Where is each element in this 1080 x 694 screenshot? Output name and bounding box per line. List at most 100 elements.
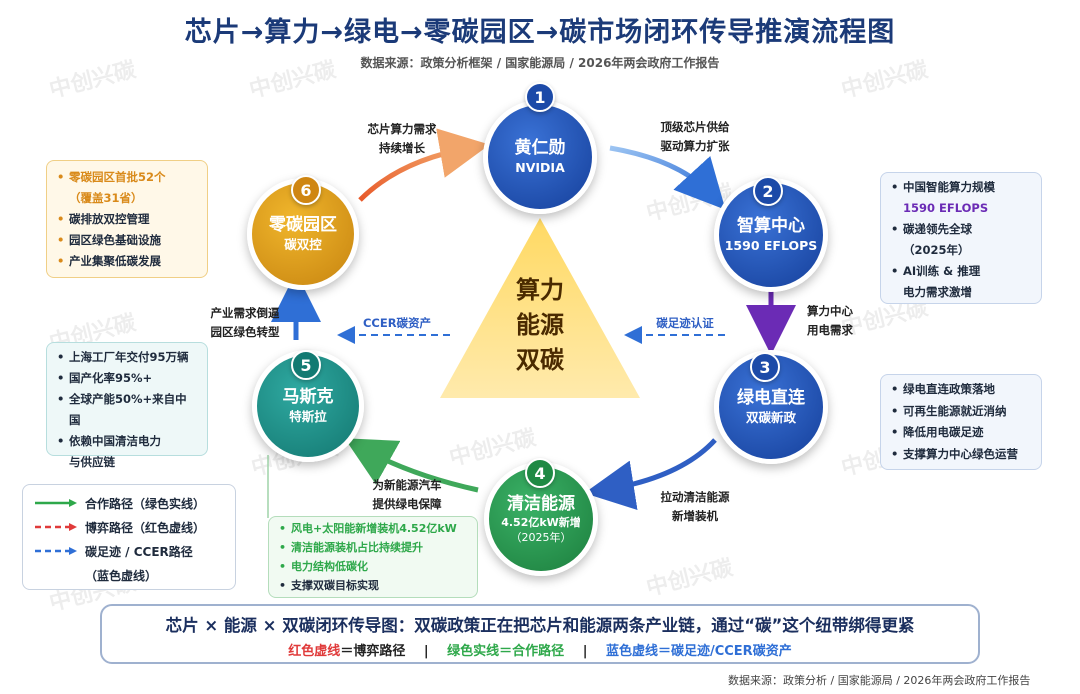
- arrow-label-4-5-line1: 为新能源汽车: [372, 478, 442, 492]
- card2-line3: 碳递领先全球: [903, 222, 972, 236]
- arrow-label-5-6: 产业需求倒逼 园区绿色转型: [190, 304, 300, 342]
- arrow-label-1-2-line1: 顶级芯片供给: [660, 120, 730, 134]
- node-3-name: 绿电直连: [737, 388, 805, 408]
- legend-blue-line: [35, 547, 77, 555]
- card-clean-energy: •风电+太阳能新增装机4.52亿kW •清洁能源装机占比持续提升 •电力结构低碳…: [268, 516, 478, 598]
- center-triangle: [440, 218, 640, 398]
- legend-red-label: 博弈路径（红色虚线）: [85, 520, 206, 535]
- summary-green: 绿色实线＝合作路径: [447, 644, 565, 659]
- card4-line2: 清洁能源装机占比持续提升: [291, 541, 423, 554]
- page-title: 芯片→算力→绿电→零碳园区→碳市场闭环传导推演流程图: [184, 17, 896, 48]
- node-5-name: 马斯克: [282, 387, 334, 407]
- arrow-label-6-1: 芯片算力需求 持续增长: [352, 120, 452, 158]
- card2-line2: 1590 EFLOPS: [903, 201, 989, 215]
- center-label-3: 双碳: [516, 346, 564, 374]
- node-2-name: 智算中心: [737, 216, 805, 236]
- arrow-1-to-2: [609, 145, 726, 210]
- legend-blue-sublabel: （蓝色虚线）: [85, 568, 158, 583]
- card-green-power: •绿电直连政策落地 •可再生能源就近消纳 •降低用电碳足迹 •支撑算力中心绿色运…: [880, 374, 1042, 470]
- card3-line1: 绿电直连政策落地: [903, 382, 995, 396]
- arrow-label-1-2: 顶级芯片供给 驱动算力扩张: [640, 118, 750, 156]
- card6-line2: （覆盖31省）: [69, 191, 143, 205]
- card2-line4: （2025年）: [903, 243, 970, 257]
- summary-sep-2: |: [582, 644, 588, 659]
- arrow-6-to-1: [358, 128, 490, 202]
- summary-legend-line: 红色虚线＝博弈路径 | 绿色实线＝合作路径 | 蓝色虚线＝碳足迹/CCER碳资产: [102, 640, 978, 659]
- legend: 合作路径（绿色实线） 博弈路径（红色虚线） 碳足迹 / CCER路径 （蓝色虚线…: [22, 484, 236, 590]
- arrow-label-3-4-line2: 新增装机: [672, 509, 718, 523]
- legend-blue: 碳足迹 / CCER路径: [33, 539, 225, 563]
- node-6-sub: 碳双控: [284, 237, 322, 252]
- center-label: 算力 能源 双碳: [490, 273, 590, 378]
- arrow-label-2-3: 算力中心 用电需求: [790, 302, 870, 340]
- arrow-label-2-3-line1: 算力中心: [807, 304, 853, 318]
- arrow-3-to-4: [584, 438, 717, 511]
- node-4-badge: 4: [525, 458, 555, 488]
- arrow-label-5-6-line1: 产业需求倒逼: [210, 306, 280, 320]
- card3-line2: 可再生能源就近消纳: [903, 403, 1007, 418]
- footprint-label: 碳足迹认证: [656, 316, 714, 330]
- node-nvidia: 黄仁勋 NVIDIA: [483, 100, 597, 214]
- page-subtitle: 数据来源：政策分析框架 / 国家能源局 / 2026年两会政府工作报告: [360, 56, 720, 70]
- summary-red-b: 虚线: [314, 644, 341, 659]
- node-1-name: 黄仁勋: [514, 138, 566, 158]
- footer-source: 数据来源：政策分析 / 国家能源局 / 2026年两会政府工作报告: [728, 674, 1031, 687]
- arrow-label-6-1-line1: 芯片算力需求: [367, 122, 437, 136]
- card3-line3: 降低用电碳足迹: [903, 425, 984, 439]
- legend-green: 合作路径（绿色实线）: [33, 491, 225, 515]
- node-4-sub: 4.52亿kW新增: [501, 516, 581, 529]
- node-4-extra: （2025年）: [510, 531, 572, 544]
- legend-green-label: 合作路径（绿色实线）: [85, 496, 206, 511]
- arrow-label-3-4-line1: 拉动清洁能源: [660, 490, 730, 504]
- legend-red: 博弈路径（红色虚线）: [33, 515, 225, 539]
- node-6-name: 零碳园区: [269, 215, 337, 235]
- card5-line3: 全球产能50%+来自中国: [69, 392, 187, 427]
- legend-blue-label: 碳足迹 / CCER路径: [85, 544, 193, 559]
- legend-blue-sub: （蓝色虚线）: [33, 563, 225, 587]
- arrow-label-5-6-line2: 园区绿色转型: [210, 325, 280, 339]
- legend-red-line: [35, 523, 77, 531]
- summary-red-c: ＝博弈路径: [340, 644, 406, 659]
- arrow-4-to-5: [344, 438, 479, 493]
- card6-line5: 产业集聚低碳发展: [69, 254, 161, 268]
- arrow-label-6-1-line2: 持续增长: [379, 141, 425, 155]
- arrow-label-2-3-line2: 用电需求: [807, 323, 853, 337]
- center-label-1: 算力: [516, 276, 564, 304]
- card-musk: •上海工厂年交付95万辆 •国产化率95%+ •全球产能50%+来自中国 •依赖…: [46, 342, 208, 469]
- center-label-2: 能源: [516, 311, 564, 339]
- card2-line6: 电力需求激增: [903, 285, 972, 299]
- card5-line5: 与供应链: [69, 455, 115, 469]
- arrow-label-3-4: 拉动清洁能源 新增装机: [640, 488, 750, 526]
- card3-line4: 支撑算力中心绿色运营: [903, 446, 1018, 461]
- node-1-sub: NVIDIA: [515, 160, 565, 175]
- card6-line3: 碳排放双控管理: [69, 212, 150, 226]
- card6-line4: 园区绿色基础设施: [69, 233, 161, 247]
- card-compute-center: •中国智能算力规模 1590 EFLOPS •碳递领先全球 （2025年） •A…: [880, 172, 1042, 304]
- summary-main: 芯片 × 能源 × 双碳闭环传导图：双碳政策正在把芯片和能源两条产业链，通过“碳…: [165, 616, 915, 635]
- node-3-badge: 3: [750, 352, 780, 382]
- node-5-sub: 特斯拉: [289, 409, 327, 424]
- summary-red-a: 红色: [288, 644, 315, 659]
- summary-sep-1: |: [423, 644, 429, 659]
- node-4-name: 清洁能源: [507, 494, 575, 514]
- card4-line3: 电力结构低碳化: [291, 560, 368, 573]
- summary-box: 芯片 × 能源 × 双碳闭环传导图：双碳政策正在把芯片和能源两条产业链，通过“碳…: [100, 604, 980, 664]
- card2-line5: AI训练 & 推理: [903, 264, 981, 278]
- arrow-label-4-5: 为新能源汽车 提供绿电保障: [352, 476, 462, 514]
- card5-line2: 国产化率95%+: [69, 371, 153, 385]
- card-zero-carbon-park: •零碳园区首批52个 （覆盖31省） •碳排放双控管理 •园区绿色基础设施 •产…: [46, 160, 208, 278]
- arrow-label-1-2-line2: 驱动算力扩张: [660, 139, 730, 153]
- node-5-badge: 5: [291, 350, 321, 380]
- summary-blue: 蓝色虚线＝碳足迹/CCER碳资产: [605, 644, 792, 659]
- ccer-label: CCER碳资产: [362, 316, 432, 330]
- node-1-badge: 1: [525, 82, 555, 112]
- node-2-badge: 2: [753, 176, 783, 206]
- node-6-badge: 6: [291, 175, 321, 205]
- card6-line1: 零碳园区首批52个: [69, 170, 166, 184]
- legend-green-line: [35, 499, 77, 507]
- node-3-sub: 双碳新政: [745, 410, 796, 425]
- card4-line4: 支撑双碳目标实现: [291, 579, 379, 592]
- arrow-label-4-5-line2: 提供绿电保障: [372, 497, 442, 511]
- card5-line1: 上海工厂年交付95万辆: [69, 350, 189, 364]
